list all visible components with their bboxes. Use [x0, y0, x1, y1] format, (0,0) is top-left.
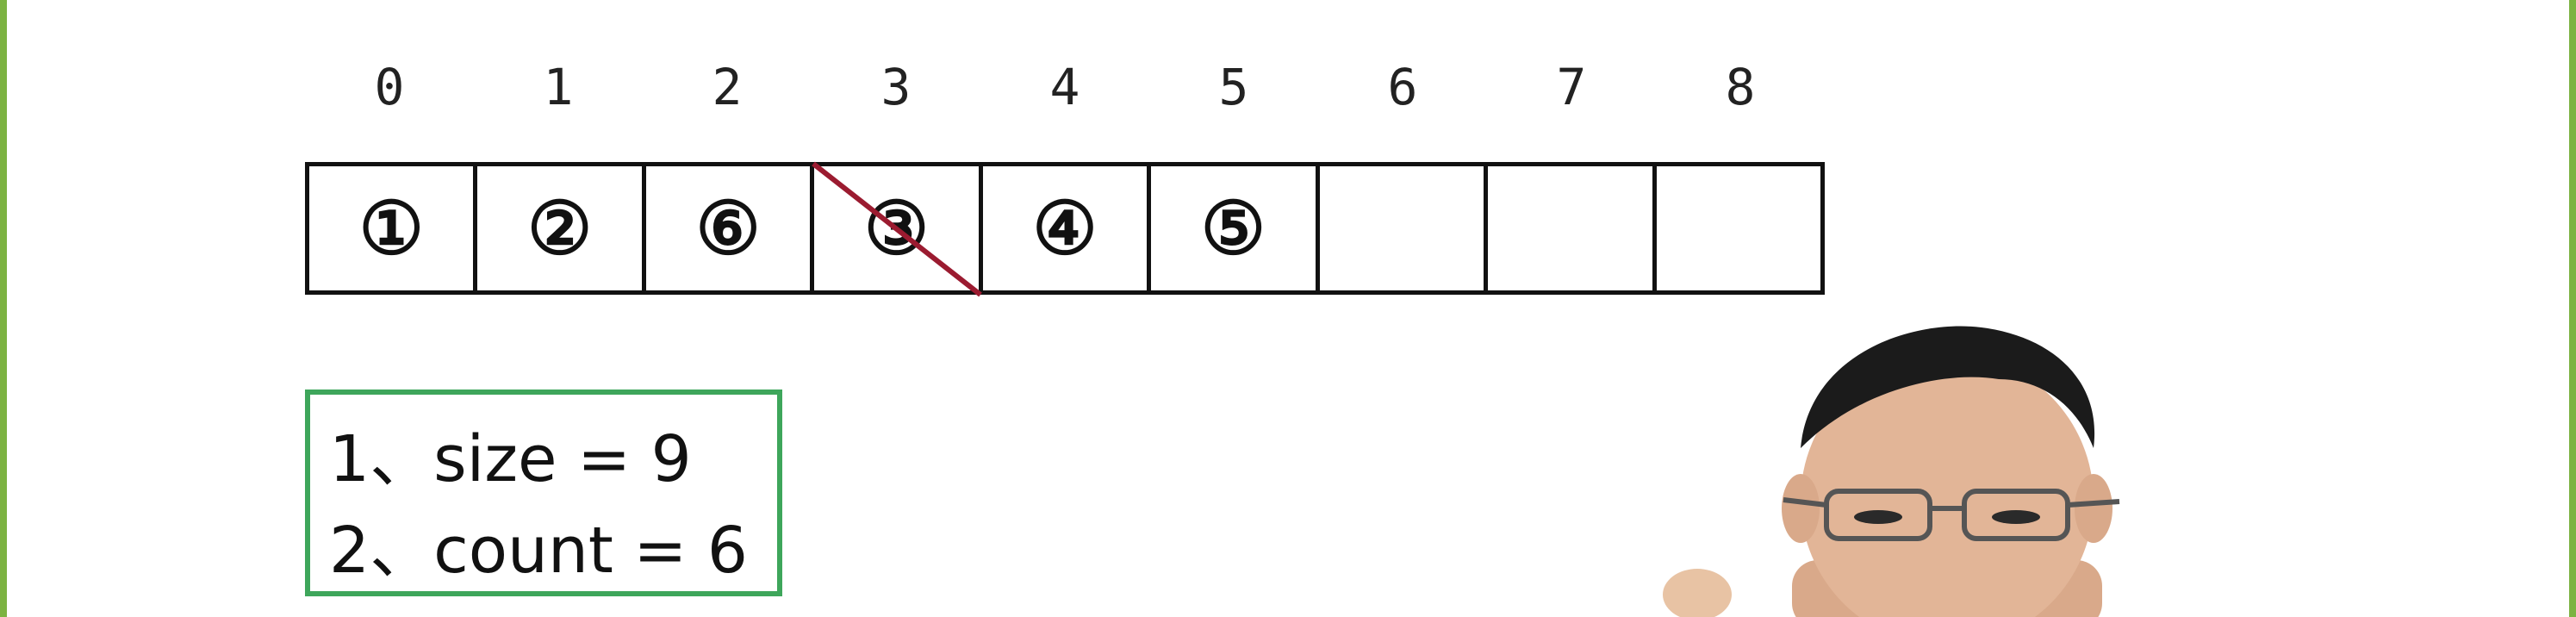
array-row: ① ② ⑥ ③ ④ ⑤	[305, 162, 1825, 295]
cell-value: ⑤	[1200, 185, 1266, 271]
array-index-4: 4	[1049, 58, 1080, 116]
cell-value: ①	[358, 185, 424, 271]
presenter-image	[1663, 326, 2120, 617]
eye-shape	[1992, 510, 2040, 524]
left-border-strip	[0, 0, 7, 617]
glasses-arm	[2067, 499, 2120, 508]
array-index-5: 5	[1218, 58, 1249, 116]
glasses-right-lens	[1962, 489, 2070, 541]
cell-value: ③	[863, 185, 930, 271]
hair-shape	[1801, 326, 2095, 448]
cell-value: ④	[1032, 185, 1098, 271]
array-index-7: 7	[1556, 58, 1587, 116]
glasses-left-lens	[1824, 489, 1932, 541]
array-index-0: 0	[374, 58, 405, 116]
count-line: 2、count = 6	[329, 514, 748, 588]
hand-shape	[1663, 569, 1732, 617]
ear-shape	[1782, 474, 1820, 543]
array-cell-5: ⑤	[1147, 166, 1315, 290]
right-border-strip	[2569, 0, 2576, 617]
array-index-3: 3	[880, 58, 912, 116]
array-index-2: 2	[712, 58, 743, 116]
array-index-1: 1	[543, 58, 574, 116]
array-cell-4: ④	[978, 166, 1147, 290]
array-cell-1: ②	[473, 166, 641, 290]
array-index-6: 6	[1387, 58, 1418, 116]
array-cell-8	[1652, 166, 1820, 290]
array-cell-0: ①	[309, 166, 473, 290]
info-box: 1、size = 9 2、count = 6	[305, 390, 782, 596]
ear-shape	[2075, 474, 2112, 543]
cell-value: ②	[527, 185, 593, 271]
glasses-arm	[1783, 497, 1827, 508]
array-cell-6	[1315, 166, 1484, 290]
array-cell-7	[1484, 166, 1652, 290]
array-cell-3: ③	[810, 166, 978, 290]
face-shape	[1801, 353, 2094, 617]
array-cell-2: ⑥	[641, 166, 810, 290]
eye-shape	[1854, 510, 1902, 524]
size-line: 1、size = 9	[329, 422, 692, 496]
array-index-8: 8	[1725, 58, 1756, 116]
cell-value: ⑥	[695, 185, 761, 271]
